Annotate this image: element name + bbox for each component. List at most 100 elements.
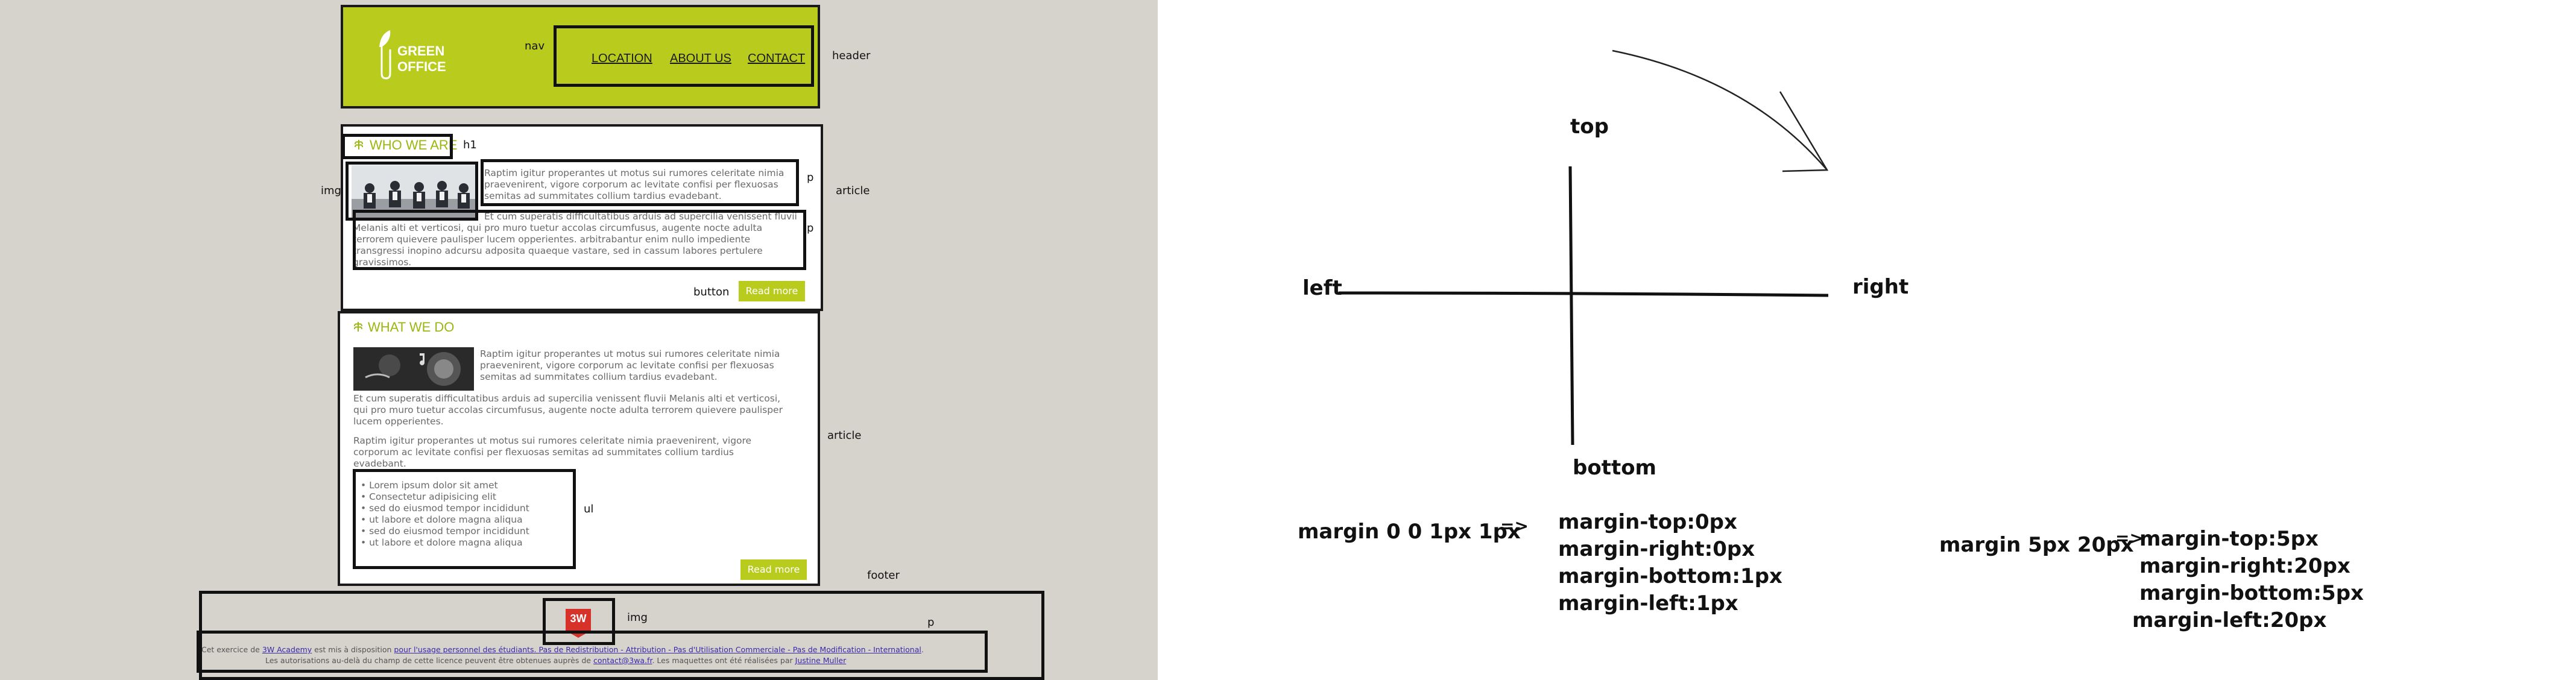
- example2-arrow: =>: [2115, 528, 2144, 548]
- logo-line-2: OFFICE: [397, 59, 446, 74]
- example2-expanded: margin-top:5px margin-right:20px margin-…: [2132, 526, 2364, 634]
- who-p1-line: Raptim igitur properantes ut motus sui r…: [484, 168, 784, 178]
- nav-outline: [554, 25, 814, 87]
- example1-line: margin-bottom:1px: [1558, 564, 1782, 588]
- what-p1-line: semitas ad summitates collium tardius ev…: [480, 371, 718, 382]
- list-item: • ut labore et dolore magna aliqua: [361, 514, 523, 525]
- horizontal-axis-line: [1338, 291, 1829, 297]
- label-right: right: [1852, 275, 1909, 299]
- footer-img-annotation: img: [627, 611, 648, 624]
- who-p2-line: gravissimos.: [353, 257, 412, 268]
- img-outline: [346, 162, 478, 221]
- footer-p-outline: [197, 631, 988, 673]
- footer-link-3w-academy[interactable]: 3W Academy: [262, 645, 312, 654]
- p2-outline: [353, 210, 806, 270]
- example2-line: margin-top:5px: [2139, 527, 2319, 551]
- label-left: left: [1302, 276, 1342, 300]
- who-p2-line: terrorem quievere paulisper lucem opperi…: [353, 234, 751, 245]
- vertical-axis-line: [1568, 166, 1574, 445]
- what-paragraph-2: Et cum superatis difficultatibus arduis …: [353, 393, 783, 427]
- logo-line-1: GREEN: [397, 43, 445, 58]
- annotated-mockup: GREEN OFFICE LOCATION ABOUT US CONTACT n…: [0, 0, 1158, 680]
- h1-outline: [342, 134, 453, 159]
- example2-shorthand: margin 5px 20px: [1939, 533, 2134, 557]
- music-photo: [353, 347, 474, 391]
- example2-line: margin-left:20px: [2132, 608, 2327, 632]
- label-bottom: bottom: [1573, 456, 1656, 480]
- example1-line: margin-top:0px: [1558, 510, 1737, 534]
- margin-diagram: top left right bottom margin 0 0 1px 1px…: [1158, 0, 2576, 680]
- site-footer: [199, 591, 1044, 680]
- p1-annotation: p: [807, 171, 814, 184]
- who-we-are-title: WHO WE ARE: [370, 137, 458, 153]
- list-item: • Lorem ipsum dolor sit amet: [361, 480, 498, 491]
- example2-line: margin-bottom:5px: [2139, 581, 2364, 605]
- site-header: GREEN OFFICE LOCATION ABOUT US CONTACT: [341, 5, 820, 109]
- list-item: • sed do eiusmod tempor incididunt: [361, 526, 529, 537]
- example1-line: margin-left:1px: [1558, 591, 1738, 615]
- header-annotation: header: [832, 49, 871, 62]
- p2-annotation: p: [807, 222, 814, 235]
- label-top: top: [1570, 115, 1609, 139]
- what-p3-line: evadebant.: [353, 458, 406, 469]
- what-p3-line: Raptim igitur properantes ut motus sui r…: [353, 435, 752, 446]
- nav-annotation: nav: [525, 40, 545, 52]
- example1-arrow: =>: [1500, 516, 1529, 536]
- list-item: • sed do eiusmod tempor incididunt: [361, 503, 529, 514]
- button-annotation: button: [693, 286, 730, 298]
- who-paragraph-2: Et cum superatis difficultatibus arduis …: [353, 211, 797, 268]
- who-read-more-button[interactable]: Read more: [739, 281, 805, 301]
- list-item: • ut labore et dolore magna aliqua: [361, 537, 523, 548]
- what-paragraph-1: Raptim igitur properantes ut motus sui r…: [480, 348, 780, 383]
- who-p2-line: transgressi inopino adcursu adposita qua…: [353, 245, 763, 256]
- footer-img-outline: [543, 598, 615, 645]
- footer-p-annotation: p: [927, 616, 935, 629]
- what-list: • Lorem ipsum dolor sit amet • Consectet…: [361, 480, 529, 549]
- who-p2-line: Et cum superatis difficultatibus arduis …: [484, 211, 797, 222]
- what-p2-line: lucem opperientes.: [353, 416, 444, 427]
- footer-line-2: Les autorisations au-delà du champ de ce…: [265, 656, 847, 665]
- what-p1-line: praevenirent, vigore corporum ac levitat…: [480, 360, 774, 371]
- who-paragraph-1: Raptim igitur properantes ut motus sui r…: [484, 168, 784, 202]
- what-we-do-title: WHAT WE DO: [368, 320, 455, 335]
- example1-shorthand: margin 0 0 1px 1px: [1298, 520, 1521, 544]
- footer-link-author[interactable]: Justine Muller: [795, 656, 847, 665]
- nav-link-location[interactable]: LOCATION: [592, 52, 652, 65]
- leaf-icon: [355, 140, 363, 150]
- example2-line: margin-right:20px: [2139, 554, 2350, 578]
- arrow-head-icon: [1779, 91, 1829, 172]
- footer-logo-text: 3W: [570, 612, 587, 625]
- what-p3-line: corporum ac levitate confisi per flexuos…: [353, 447, 734, 458]
- footer-link-contact[interactable]: contact@3wa.fr: [593, 656, 652, 665]
- paperclip-leaf-icon: [379, 30, 391, 80]
- list-item: • Consectetur adipisicing elit: [361, 491, 496, 502]
- footer-line-1: Cet exercice de 3W Academy est mis à dis…: [201, 645, 924, 654]
- who-p2-line: Melanis alti et verticosi, qui pro muro …: [353, 222, 763, 233]
- logo-text: GREEN OFFICE: [397, 43, 446, 75]
- who-p1-line: semitas ad summitates collium tardius ev…: [484, 190, 722, 201]
- diagram-strokes: [1338, 49, 1829, 445]
- nav-link-contact[interactable]: CONTACT: [748, 52, 806, 65]
- article2-annotation: article: [827, 429, 862, 442]
- article-what-we-do: WHAT WE DO Raptim igitur properantes ut …: [338, 311, 820, 586]
- p1-outline: [481, 159, 799, 206]
- img-annotation: img: [321, 184, 341, 197]
- what-read-more-button[interactable]: Read more: [740, 559, 807, 580]
- ul-outline: [353, 469, 576, 569]
- footer-logo: 3W: [563, 608, 593, 639]
- what-paragraph-3: Raptim igitur properantes ut motus sui r…: [353, 435, 751, 470]
- example1-expanded: margin-top:0px margin-right:0px margin-b…: [1558, 509, 1782, 617]
- who-p1-line: praevenirent, vigore corporum ac levitat…: [484, 179, 778, 190]
- curved-arrow-line: [1612, 49, 1828, 171]
- ul-annotation: ul: [584, 503, 594, 515]
- leaf-icon: [354, 322, 362, 332]
- article1-annotation: article: [836, 184, 870, 197]
- what-p2-line: Et cum superatis difficultatibus arduis …: [353, 393, 781, 404]
- what-p2-line: qui pro muro tuetur accolas circumfusus,…: [353, 405, 783, 415]
- example1-line: margin-right:0px: [1558, 537, 1755, 561]
- footer-link-license[interactable]: pour l'usage personnel des étudiants. Pa…: [394, 645, 921, 654]
- what-p1-line: Raptim igitur properantes ut motus sui r…: [480, 348, 780, 359]
- nav-link-about-us[interactable]: ABOUT US: [670, 52, 731, 65]
- footer-annotation: footer: [867, 569, 900, 582]
- h1-annotation: h1: [463, 139, 477, 151]
